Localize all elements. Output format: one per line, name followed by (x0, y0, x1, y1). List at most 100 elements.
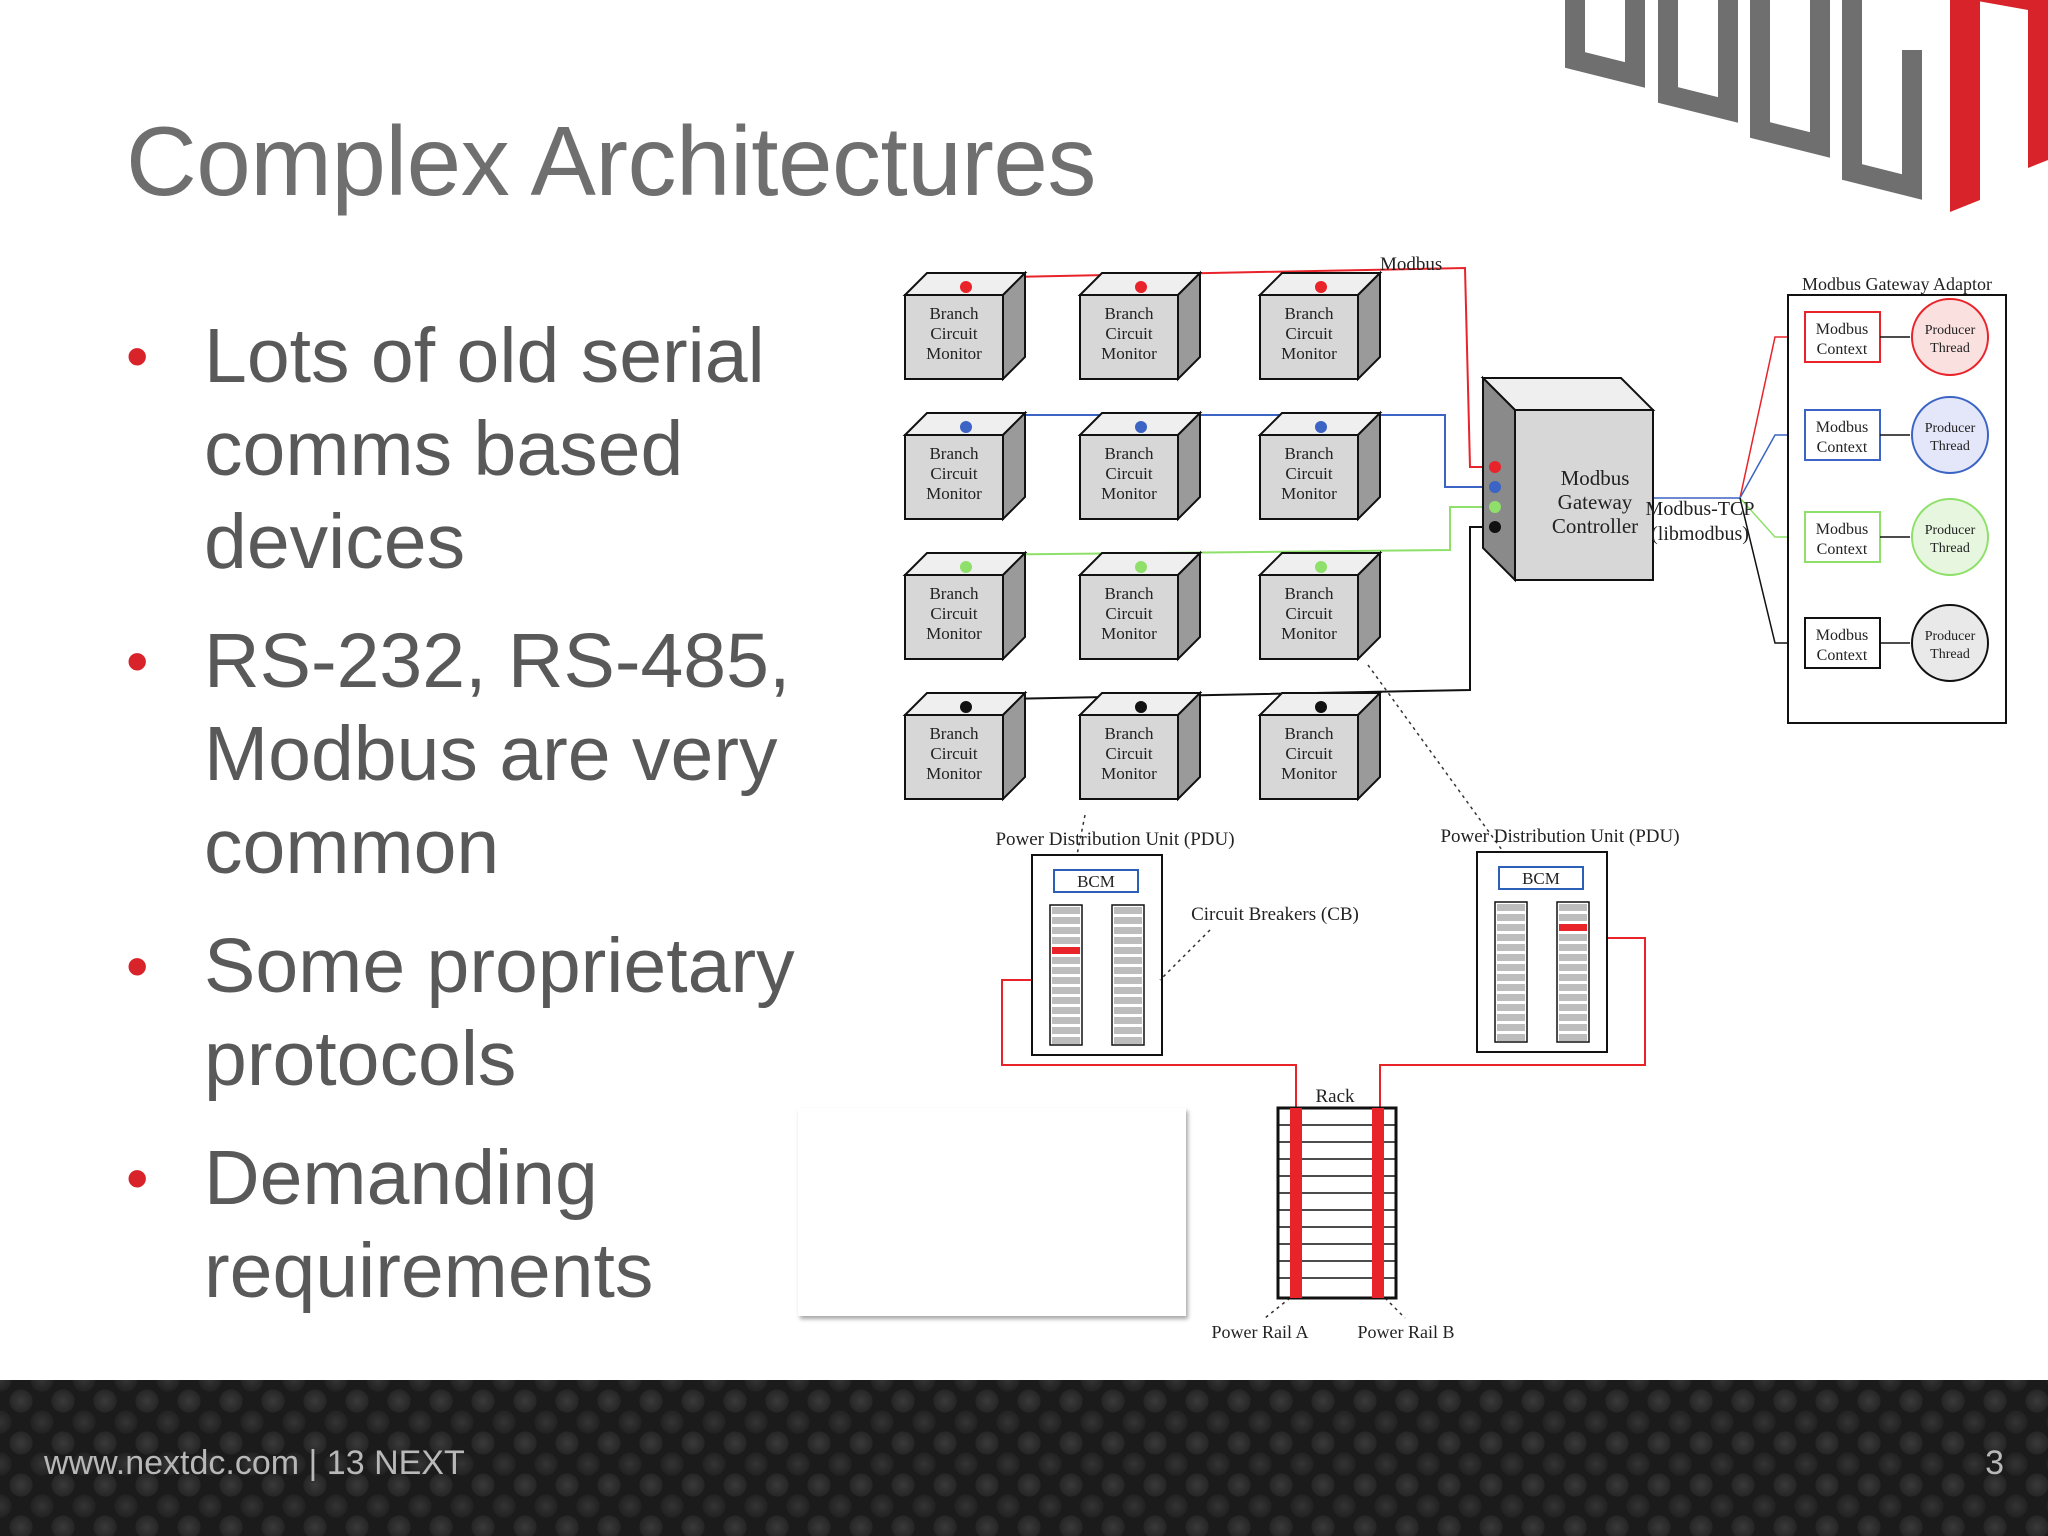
gateway-port-dot (1489, 521, 1501, 533)
bcm-label-line: Branch (1104, 304, 1154, 323)
feed-rail-b (1379, 937, 1646, 1108)
circuit-breaker (1114, 907, 1142, 914)
bus-dot (1315, 701, 1327, 713)
bullet-text: Demanding requirements (204, 1135, 654, 1314)
cube-front (1079, 714, 1179, 800)
circuit-breaker (1052, 907, 1080, 914)
producer-thread-circle (1911, 396, 1989, 474)
circuit-breaker (1497, 1024, 1525, 1031)
bcm-cubes: BranchCircuitMonitorBranchCircuitMonitor… (902, 270, 1383, 802)
footer-bar (0, 1380, 2048, 1536)
bcm-label-line: Monitor (1101, 344, 1157, 363)
rack-label: Rack (1315, 1086, 1355, 1107)
circuit-breaker (1114, 967, 1142, 974)
circuit-breaker (1497, 934, 1525, 941)
bus-dot (1315, 421, 1327, 433)
circuit-breaker (1497, 954, 1525, 961)
bcm-badge-label: BCM (1077, 872, 1115, 891)
gateway-side (1482, 375, 1516, 583)
bus-dot (960, 421, 972, 433)
bcm-label-line: Branch (1284, 444, 1334, 463)
bcm-label-line: Monitor (926, 344, 982, 363)
bus-dot (1135, 701, 1147, 713)
tcp-sublabel: (libmodbus) (1651, 523, 1749, 545)
circuit-breaker (1052, 1027, 1080, 1034)
producer-thread-circle (1911, 604, 1989, 682)
bcm-label-line: Monitor (1101, 624, 1157, 643)
rail-a-pointer (1264, 1297, 1291, 1319)
bullet-icon: • (126, 1142, 149, 1214)
rail-b-pointer (1384, 1297, 1406, 1319)
tcp-label: Modbus-TCP (1646, 498, 1755, 520)
context-label: Modbus (1816, 321, 1868, 338)
circuit-breakers-label: Circuit Breakers (CB) (1191, 904, 1359, 925)
circuit-breaker (1497, 904, 1525, 911)
gateway-label-line: Controller (1552, 514, 1638, 538)
bcm-label-line: Circuit (1285, 324, 1332, 343)
bcm-label-line: Monitor (926, 484, 982, 503)
bcm-label-line: Circuit (930, 744, 977, 763)
bus-dot (1135, 421, 1147, 433)
gateway-adaptor: Modbus Gateway AdaptorModbusContextProdu… (1787, 274, 2007, 724)
context-label: Context (1817, 647, 1868, 664)
circuit-breaker (1114, 957, 1142, 964)
bus-dot (960, 281, 972, 293)
bcm-label-line: Monitor (1281, 764, 1337, 783)
circuit-breaker (1497, 944, 1525, 951)
circuit-breaker (1114, 1027, 1142, 1034)
producer-thread-circle (1911, 298, 1989, 376)
gateway-front (1514, 409, 1654, 581)
thread-label: Thread (1930, 647, 1970, 662)
bcm-label-line: Circuit (1105, 604, 1152, 623)
cube-front (904, 714, 1004, 800)
bullet-item: •Some proprietary protocols (126, 920, 816, 1106)
circuit-breaker (1052, 987, 1080, 994)
context-label: Context (1817, 541, 1868, 558)
circuit-breaker (1114, 997, 1142, 1004)
blank-callout-box (798, 1108, 1186, 1316)
circuit-breaker (1559, 914, 1587, 921)
bullet-icon: • (126, 930, 149, 1002)
context-label: Modbus (1816, 419, 1868, 436)
circuit-breaker (1052, 977, 1080, 984)
circuit-breaker (1497, 964, 1525, 971)
bus-dot (1135, 281, 1147, 293)
bcm-label-line: Branch (929, 584, 979, 603)
cube-front (904, 294, 1004, 380)
pdu-right: Power Distribution Unit (PDU)BCM (1440, 826, 1680, 1053)
bullet-list: •Lots of old serial comms based devices … (126, 310, 816, 1344)
pdu-left: Power Distribution Unit (PDU)BCM (995, 829, 1235, 1056)
circuit-breaker (1052, 997, 1080, 1004)
bcm-label-line: Monitor (1281, 484, 1337, 503)
footer-text: www.nextdc.com | 13 NEXT (44, 1444, 465, 1482)
circuit-breaker (1559, 1014, 1587, 1021)
modbus-context-box (1804, 409, 1881, 461)
circuit-breaker (1559, 994, 1587, 1001)
bcm-label-line: Branch (1104, 724, 1154, 743)
bcm-label-line: Circuit (930, 604, 977, 623)
bcm-label-line: Branch (1284, 584, 1334, 603)
circuit-breaker (1052, 1017, 1080, 1024)
circuit-breaker (1052, 927, 1080, 934)
gateway-port-dot (1489, 501, 1501, 513)
circuit-breaker (1559, 934, 1587, 941)
circuit-breaker (1114, 937, 1142, 944)
circuit-breaker (1052, 937, 1080, 944)
feed-rail-a (1001, 979, 1297, 1108)
bcm-label-line: Monitor (1281, 344, 1337, 363)
power-rail-a (1290, 1108, 1302, 1298)
bus-dot (960, 561, 972, 573)
bcm-label-line: Branch (929, 444, 979, 463)
circuit-breaker (1497, 984, 1525, 991)
circuit-breaker (1052, 1007, 1080, 1014)
bcm-label-line: Circuit (1105, 324, 1152, 343)
circuit-breaker (1114, 977, 1142, 984)
breakers-pointer (1159, 929, 1211, 981)
thread-label: Thread (1930, 341, 1970, 356)
gateway-label-line: Gateway (1558, 490, 1633, 514)
circuit-breaker (1559, 924, 1587, 931)
